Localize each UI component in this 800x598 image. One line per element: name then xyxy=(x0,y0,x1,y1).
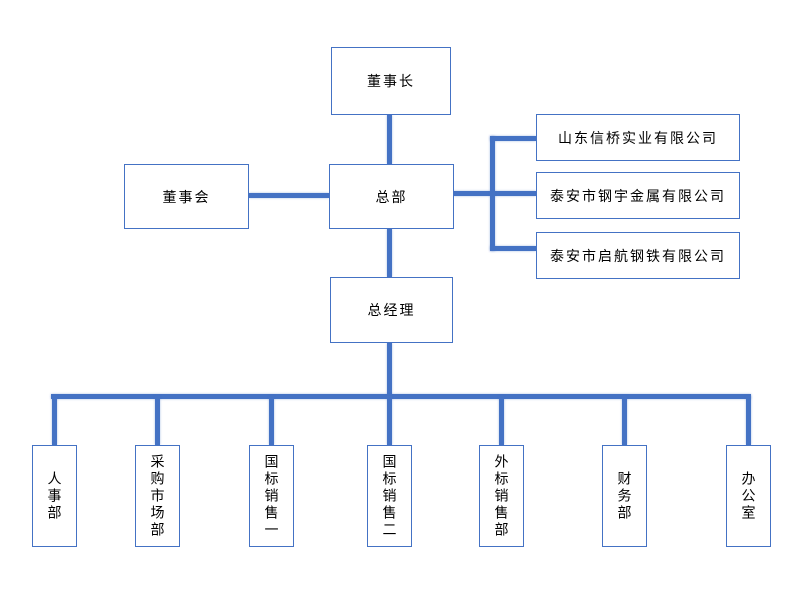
company-box: 泰安市钢宇金属有限公司 xyxy=(536,172,740,219)
connector-bottom-rail xyxy=(51,394,751,399)
department-box: 外标销售部 xyxy=(479,445,524,547)
department-box: 国标销售一 xyxy=(249,445,294,547)
org-box-board: 董事会 xyxy=(124,164,249,229)
connector-stub-guobiaoxiaoshou2 xyxy=(387,396,392,445)
department-label: 人事部 xyxy=(46,470,63,522)
company-box: 山东信桥实业有限公司 xyxy=(536,114,740,161)
org-box-general-manager-label: 总经理 xyxy=(367,302,416,318)
org-box-chairman-label: 董事长 xyxy=(367,73,415,89)
connector-board-hq xyxy=(249,193,329,198)
department-label: 国标销售二 xyxy=(381,453,398,539)
department-box: 财务部 xyxy=(602,445,647,547)
department-label: 办公室 xyxy=(740,470,757,522)
connector-hq-gm xyxy=(387,229,392,277)
connector-companies-vertical xyxy=(490,136,495,251)
department-box: 国标销售二 xyxy=(367,445,412,547)
connector-stub-waibiaoxiaoshoubu xyxy=(499,396,504,445)
connector-chairman-hq xyxy=(387,115,392,164)
department-label: 国标销售一 xyxy=(263,453,280,539)
department-box: 办公室 xyxy=(726,445,771,547)
org-box-chairman: 董事长 xyxy=(331,47,451,115)
connector-company-3 xyxy=(490,246,536,251)
connector-company-1 xyxy=(490,136,536,141)
department-box: 人事部 xyxy=(32,445,77,547)
connector-stub-bangongshi xyxy=(746,396,751,445)
company-label: 泰安市钢宇金属有限公司 xyxy=(550,187,726,204)
org-box-general-manager: 总经理 xyxy=(330,277,453,343)
connector-stub-caigoushichangbu xyxy=(155,396,160,445)
department-label: 采购市场部 xyxy=(149,453,166,539)
org-box-headquarters: 总部 xyxy=(329,164,454,229)
connector-stub-guobiaoxiaoshou1 xyxy=(269,396,274,445)
department-label: 财务部 xyxy=(616,470,633,522)
department-label: 外标销售部 xyxy=(493,453,510,539)
org-box-headquarters-label: 总部 xyxy=(375,188,408,205)
connector-stub-renshibu xyxy=(52,396,57,445)
connector-stub-caiwubu xyxy=(622,396,627,445)
org-box-board-label: 董事会 xyxy=(162,188,211,205)
company-label: 山东信桥实业有限公司 xyxy=(558,129,718,146)
connector-gm-rail xyxy=(387,343,392,396)
company-label: 泰安市启航钢铁有限公司 xyxy=(550,247,726,264)
company-box: 泰安市启航钢铁有限公司 xyxy=(536,232,740,279)
department-box: 采购市场部 xyxy=(135,445,180,547)
